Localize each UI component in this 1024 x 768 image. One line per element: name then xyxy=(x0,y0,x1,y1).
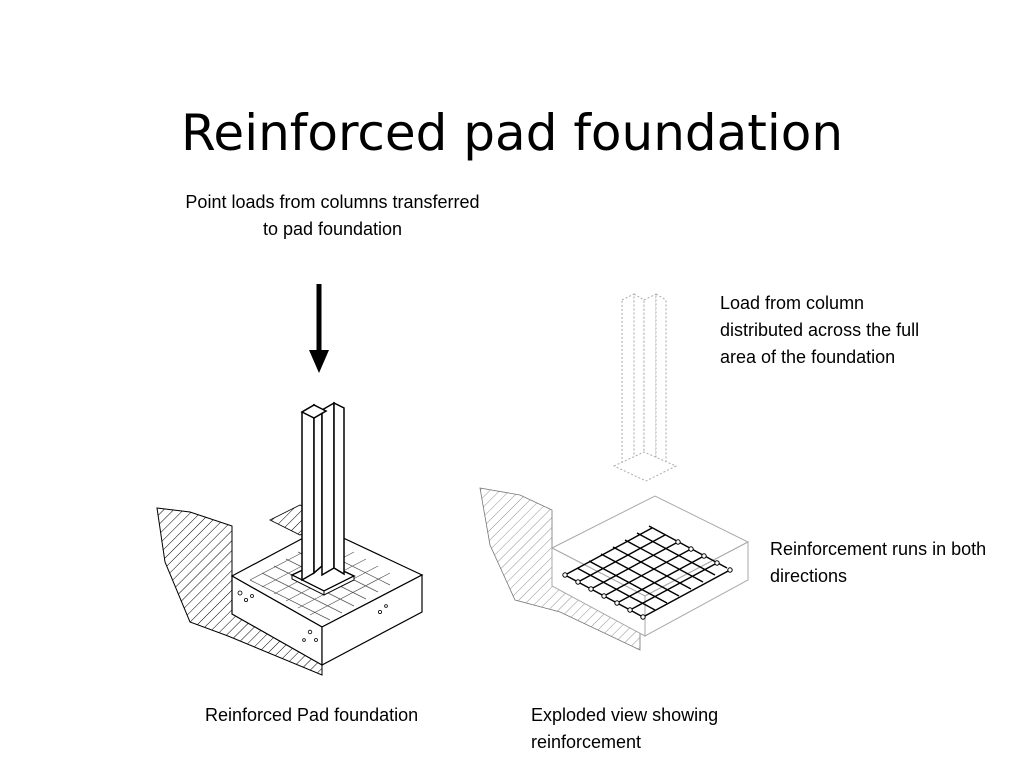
reinforcement-label: Reinforcement runs in both directions xyxy=(770,539,987,586)
rebar-ends xyxy=(562,539,733,620)
point-loads-label: Point loads from columns transferred to … xyxy=(185,192,480,239)
slide-title: Reinforced pad foundation xyxy=(180,104,844,162)
down-arrow-icon xyxy=(309,284,329,373)
exploded-view-drawing xyxy=(479,293,750,651)
reinforced-pad-caption: Reinforced Pad foundation xyxy=(205,705,419,725)
rebar-mesh xyxy=(564,525,731,618)
aggregate-marks xyxy=(237,590,388,642)
exploded-view-caption: Exploded view showing reinforcement xyxy=(531,705,719,752)
pad-right-face xyxy=(321,574,423,666)
exploded-column xyxy=(612,293,678,482)
reinforced-pad-drawing xyxy=(156,401,424,676)
load-distributed-label: Load from column distributed across the … xyxy=(720,293,920,367)
i-beam-column-icon xyxy=(300,401,345,582)
